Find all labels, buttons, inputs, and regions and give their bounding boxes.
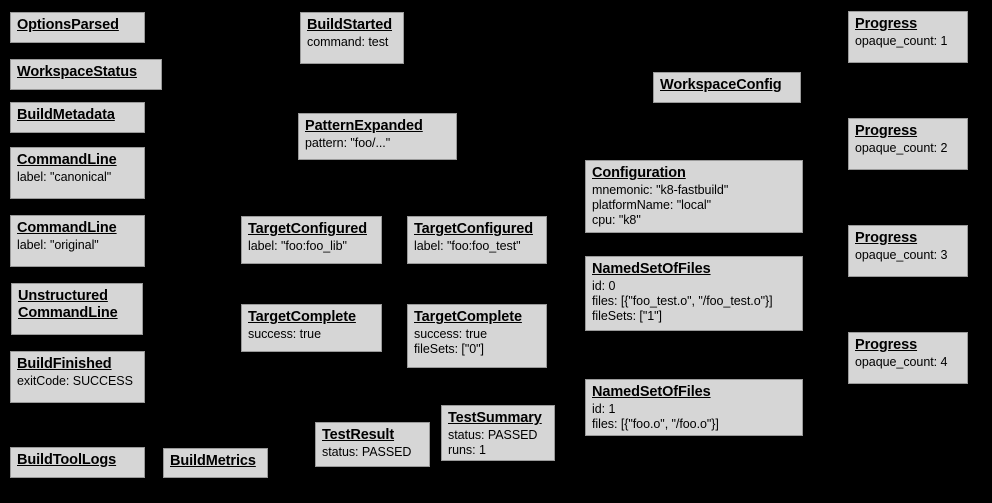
node-target-complete-foo-test[interactable]: TargetComplete success: true fileSets: ["… [407, 304, 547, 368]
node-fields: exitCode: SUCCESS [17, 374, 133, 388]
node-build-finished[interactable]: BuildFinished exitCode: SUCCESS [10, 351, 145, 403]
node-title: TestSummary [448, 410, 542, 426]
node-title: Unstructured CommandLine [18, 288, 118, 321]
node-build-started[interactable]: BuildStarted command: test [300, 12, 404, 64]
node-fields: label: "original" [17, 238, 99, 252]
node-workspace-status[interactable]: WorkspaceStatus [10, 59, 162, 90]
node-test-summary[interactable]: TestSummary status: PASSED runs: 1 [441, 405, 555, 461]
node-title: TargetConfigured [248, 221, 367, 237]
node-named-set-of-files-1[interactable]: NamedSetOfFiles id: 1 files: [{"foo.o", "… [585, 379, 803, 436]
node-build-tool-logs[interactable]: BuildToolLogs [10, 447, 145, 478]
node-fields: opaque_count: 2 [855, 141, 948, 155]
node-progress-3[interactable]: Progress opaque_count: 3 [848, 225, 968, 277]
node-fields: status: PASSED [322, 445, 412, 459]
node-configuration[interactable]: Configuration mnemonic: "k8-fastbuild" pl… [585, 160, 803, 233]
node-options-parsed[interactable]: OptionsParsed [10, 12, 145, 43]
node-title: BuildMetadata [17, 107, 115, 123]
node-progress-4[interactable]: Progress opaque_count: 4 [848, 332, 968, 384]
node-title: OptionsParsed [17, 17, 119, 33]
node-fields: status: PASSED runs: 1 [448, 428, 538, 457]
node-target-configured-foo-test[interactable]: TargetConfigured label: "foo:foo_test" [407, 216, 547, 264]
node-build-metrics[interactable]: BuildMetrics [163, 448, 268, 478]
node-title: Progress [855, 123, 918, 139]
node-unstructured-command-line[interactable]: Unstructured CommandLine [11, 283, 143, 335]
node-fields: success: true [248, 327, 321, 341]
node-fields: label: "canonical" [17, 170, 112, 184]
node-target-complete-foo-lib[interactable]: TargetComplete success: true [241, 304, 382, 352]
node-fields: opaque_count: 3 [855, 248, 948, 262]
node-command-line-canonical[interactable]: CommandLine label: "canonical" [10, 147, 145, 199]
node-title: WorkspaceConfig [660, 77, 782, 93]
node-fields: command: test [307, 35, 389, 49]
node-title: Configuration [592, 165, 686, 181]
node-title: Progress [855, 337, 918, 353]
node-title: BuildToolLogs [17, 452, 117, 468]
node-fields: label: "foo:foo_lib" [248, 239, 347, 253]
node-test-result[interactable]: TestResult status: PASSED [315, 422, 430, 467]
node-title: BuildMetrics [170, 453, 256, 469]
node-title: PatternExpanded [305, 118, 423, 134]
node-title: BuildStarted [307, 17, 393, 33]
node-title: TargetConfigured [414, 221, 533, 237]
node-build-metadata[interactable]: BuildMetadata [10, 102, 145, 133]
node-target-configured-foo-lib[interactable]: TargetConfigured label: "foo:foo_lib" [241, 216, 382, 264]
node-title: Progress [855, 16, 918, 32]
node-title: TestResult [322, 427, 395, 443]
node-fields: id: 0 files: [{"foo_test.o", "/foo_test.… [592, 279, 773, 323]
node-title: WorkspaceStatus [17, 64, 137, 80]
node-title: NamedSetOfFiles [592, 261, 711, 277]
node-fields: pattern: "foo/..." [305, 136, 391, 150]
node-fields: opaque_count: 4 [855, 355, 948, 369]
node-fields: mnemonic: "k8-fastbuild" platformName: "… [592, 183, 729, 227]
node-workspace-config[interactable]: WorkspaceConfig [653, 72, 801, 103]
node-fields: label: "foo:foo_test" [414, 239, 521, 253]
node-title: CommandLine [17, 152, 117, 168]
node-title: Progress [855, 230, 918, 246]
node-named-set-of-files-0[interactable]: NamedSetOfFiles id: 0 files: [{"foo_test.… [585, 256, 803, 331]
node-title: CommandLine [17, 220, 117, 236]
node-title: BuildFinished [17, 356, 112, 372]
node-title: TargetComplete [248, 309, 356, 325]
node-pattern-expanded[interactable]: PatternExpanded pattern: "foo/..." [298, 113, 457, 160]
node-fields: success: true fileSets: ["0"] [414, 327, 487, 356]
node-title: NamedSetOfFiles [592, 384, 711, 400]
node-title: TargetComplete [414, 309, 522, 325]
node-fields: id: 1 files: [{"foo.o", "/foo.o"}] [592, 402, 719, 431]
node-progress-1[interactable]: Progress opaque_count: 1 [848, 11, 968, 63]
node-progress-2[interactable]: Progress opaque_count: 2 [848, 118, 968, 170]
node-command-line-original[interactable]: CommandLine label: "original" [10, 215, 145, 267]
node-fields: opaque_count: 1 [855, 34, 948, 48]
